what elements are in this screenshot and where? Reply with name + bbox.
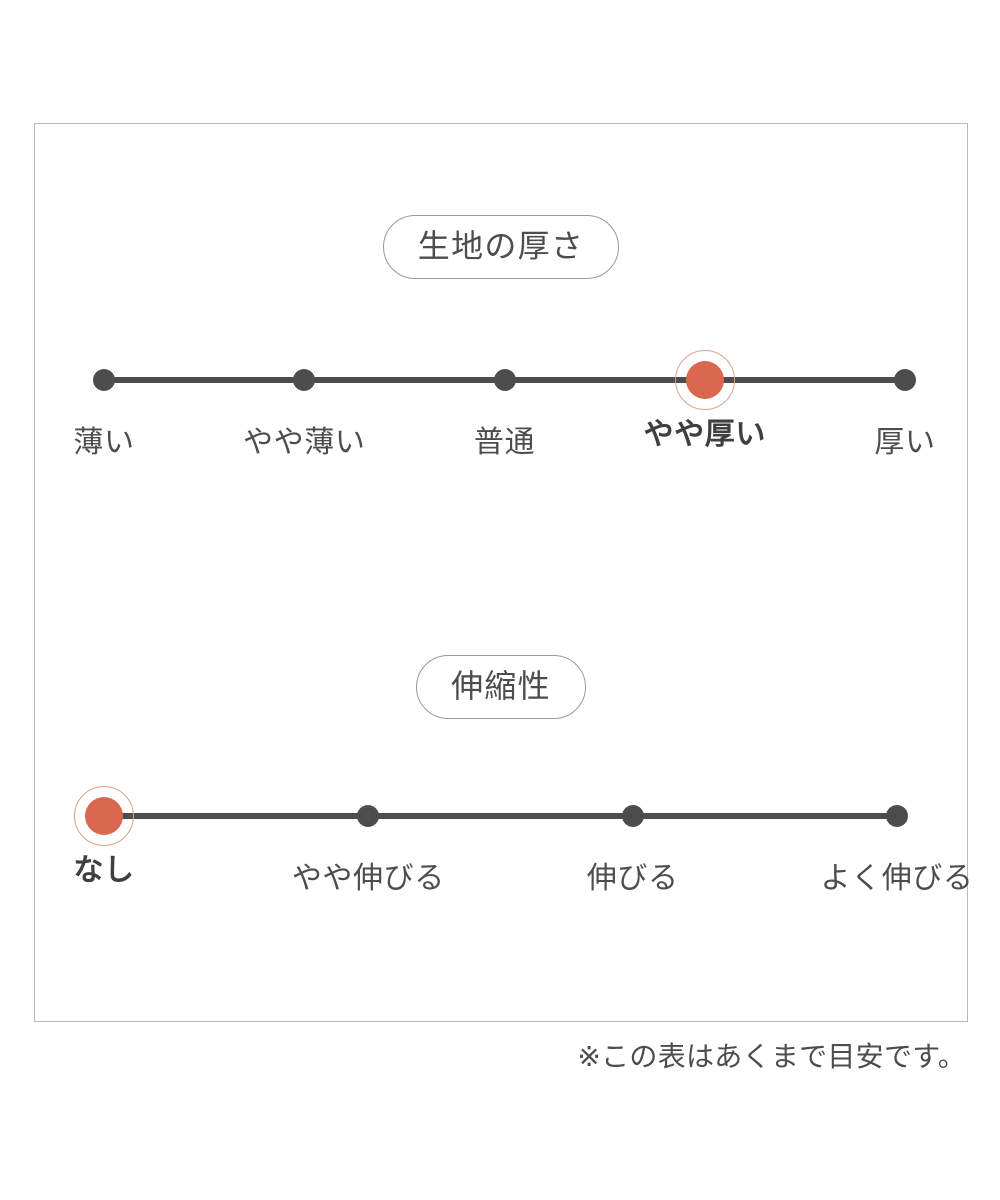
stretch-selected-ring [74, 786, 134, 846]
thickness-tick-4[interactable]: 厚い [874, 369, 935, 460]
section-title-stretch-wrap: 伸縮性 [35, 655, 967, 719]
thickness-scale: 薄い やや薄い 普通 やや厚い 厚い [35, 350, 969, 487]
stretch-label-0: なし [73, 853, 135, 888]
stretch-track [104, 813, 897, 819]
thickness-label-4: 厚い [874, 425, 936, 460]
thickness-tick-1[interactable]: やや薄い [243, 369, 365, 460]
stretch-tick-2[interactable]: 伸びる [587, 805, 678, 896]
spec-card: 生地の厚さ 薄い やや薄い 普通 やや厚い 厚い 伸縮性 なし やや伸びる 伸びる よく伸びる [34, 123, 973, 1022]
section-title-stretch: 伸縮性 [416, 655, 586, 719]
stretch-tick-0[interactable]: なし [73, 786, 134, 888]
stretch-label-2: 伸びる [586, 861, 679, 896]
footnote-disclaimer: ※この表はあくまで目安です。 [577, 1040, 966, 1073]
stretch-label-1: やや伸びる [291, 861, 445, 896]
thickness-tick-3[interactable]: やや厚い [644, 350, 765, 452]
thickness-label-0: 薄い [73, 425, 135, 460]
section-title-thickness: 生地の厚さ [382, 215, 620, 279]
thickness-label-3: やや厚い [643, 417, 766, 452]
thickness-label-1: やや薄い [243, 425, 366, 460]
thickness-dot-4[interactable] [894, 369, 916, 391]
thickness-tick-0[interactable]: 薄い [73, 369, 134, 460]
stretch-scale: なし やや伸びる 伸びる よく伸びる [35, 786, 973, 923]
thickness-dot-0[interactable] [93, 369, 115, 391]
stretch-label-3: よく伸びる [820, 861, 974, 896]
stretch-dot-1[interactable] [357, 805, 380, 827]
section-title-thickness-wrap: 生地の厚さ [35, 215, 967, 279]
stretch-dot-0[interactable] [85, 797, 123, 835]
stretch-dot-3[interactable] [886, 805, 908, 827]
thickness-selected-ring [674, 350, 735, 410]
stretch-tick-1[interactable]: やや伸びる [292, 805, 444, 896]
stretch-tick-3[interactable]: よく伸びる [821, 805, 973, 896]
thickness-label-2: 普通 [473, 425, 536, 460]
stretch-dot-2[interactable] [621, 805, 644, 827]
thickness-dot-3[interactable] [685, 361, 724, 399]
thickness-tick-2[interactable]: 普通 [474, 369, 534, 460]
thickness-dot-2[interactable] [493, 369, 516, 391]
thickness-dot-1[interactable] [293, 369, 316, 391]
